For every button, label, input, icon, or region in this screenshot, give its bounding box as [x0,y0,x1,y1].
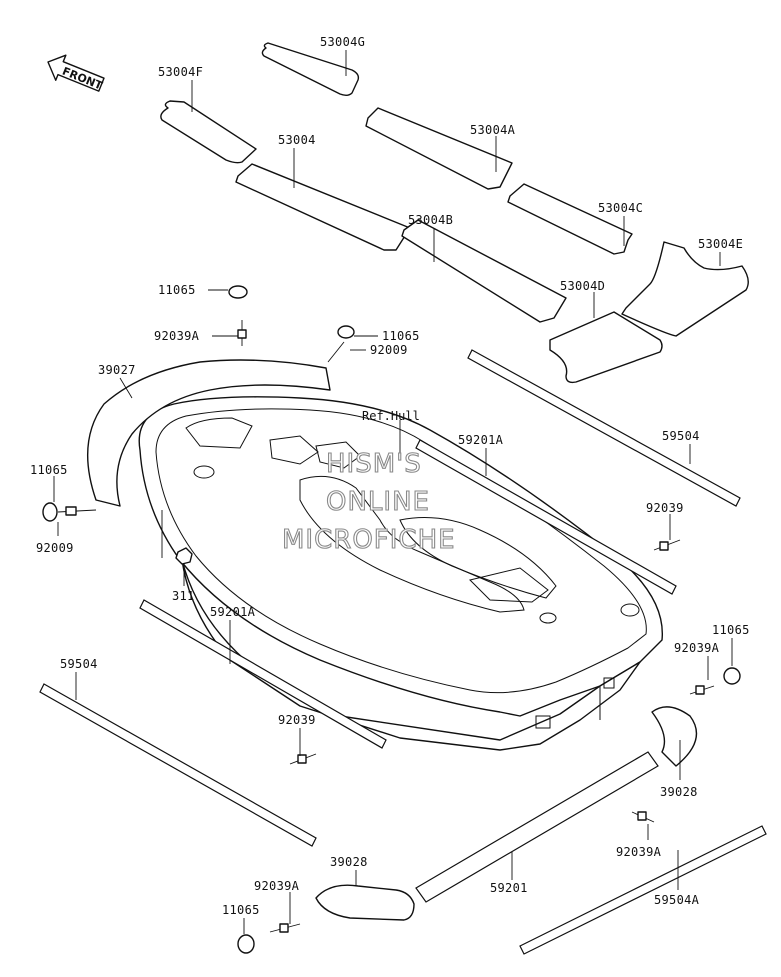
cap-11065-top [228,285,248,299]
label-53004: 53004 [278,133,316,147]
mat-53004g [261,42,360,96]
label-53004d: 53004D [560,279,605,293]
rail-59504-left [39,683,317,847]
label-11065-right: 11065 [712,623,750,637]
label-92039-right: 92039 [646,501,684,515]
label-53004f: 53004F [158,65,203,79]
label-53004b: 53004B [408,213,453,227]
mat-53004a [365,107,513,190]
cap-11065-mid [337,325,355,339]
bumper-39028-right [651,706,698,767]
screw-92009-left [57,506,97,516]
label-39027: 39027 [98,363,136,377]
label-39028-right: 39028 [660,785,698,799]
part-labels: 53004G 53004F 53004A 53004 53004C 53004B… [30,35,750,917]
rail-59201a-left [139,599,387,749]
mat-53004f [160,100,257,164]
screw-92009-mid [327,341,345,363]
label-92039a-right2: 92039A [616,845,662,859]
label-92009-left: 92009 [36,541,74,555]
rail-59201a-right [415,439,677,595]
label-53004g: 53004G [320,35,365,49]
label-59201a-right: 59201A [458,433,504,447]
mat-53004d [549,311,663,384]
watermark-line3: MICROFICHE [282,525,456,555]
label-11065-top: 11065 [158,283,196,297]
rivet-92039a-bottom [269,923,301,933]
label-311: 311 [172,589,195,603]
label-11065-left: 11065 [30,463,68,477]
rivet-92039-left [289,753,317,765]
label-59504-right: 59504 [662,429,700,443]
label-59504-left: 59504 [60,657,98,671]
mat-53004e [621,241,749,337]
label-53004a: 53004A [470,123,516,137]
label-92039a-top: 92039A [154,329,200,343]
cap-11065-left [42,502,58,522]
label-59201: 59201 [490,881,528,895]
label-39028-bottom: 39028 [330,855,368,869]
label-11065-mid: 11065 [382,329,420,343]
bumper-39028-bottom [315,884,415,921]
label-11065-bottom: 11065 [222,903,260,917]
bumper-39027 [87,359,331,507]
cap-11065-right [723,667,741,685]
label-92039-left: 92039 [278,713,316,727]
nut-311 [175,547,193,565]
rivet-92039a-right [689,685,715,695]
rail-59201 [415,751,659,903]
rivet-92039-right [653,539,681,551]
front-arrow-icon: FRONT [47,54,105,93]
rail-59504a [519,825,767,955]
label-53004c: 53004C [598,201,643,215]
rivet-92039a-right2 [631,811,655,823]
hull [138,396,663,751]
cap-11065-bottom [237,934,255,954]
rivet-92039a-top [237,320,247,346]
watermark-line2: ONLINE [326,487,430,517]
mat-53004 [235,163,411,251]
label-92039a-bottom: 92039A [254,879,300,893]
watermark-line1: HISM'S [326,449,422,479]
rail-59504-right [467,349,741,507]
leader-lines [53,50,733,934]
label-59201a-left: 59201A [210,605,256,619]
watermark: HISM'S ONLINE MICROFICHE [281,448,456,555]
label-92039a-right: 92039A [674,641,720,655]
label-53004e: 53004E [698,237,743,251]
label-ref-hull: Ref.Hull [362,409,420,423]
mat-53004c [507,183,633,255]
label-59504a: 59504A [654,893,700,907]
label-92009-mid: 92009 [370,343,408,357]
mat-53004b [401,219,567,323]
